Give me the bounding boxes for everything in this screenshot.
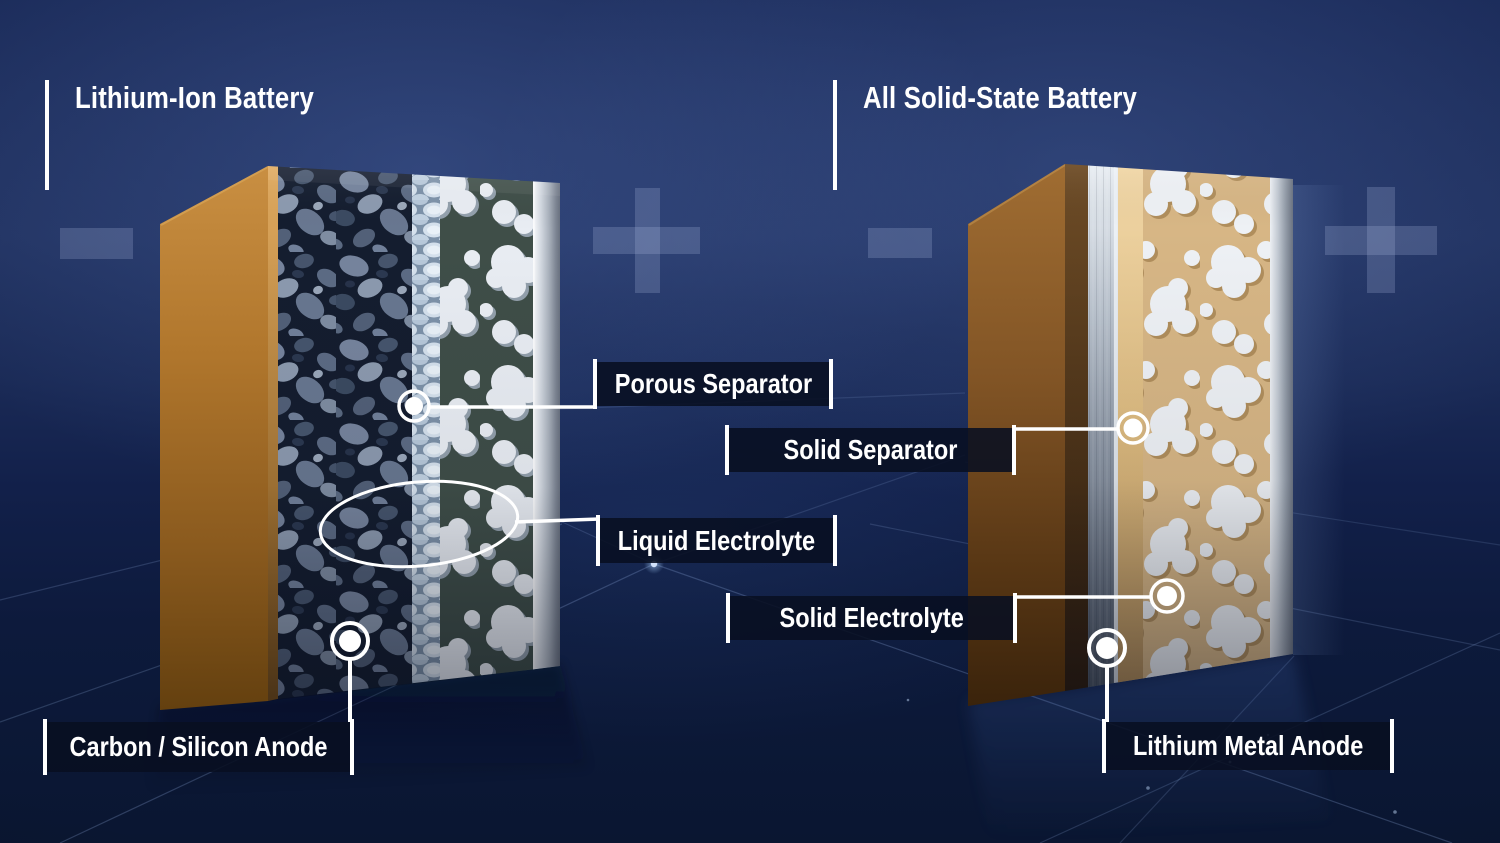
- left-panel-title: Lithium-Ion Battery: [45, 80, 363, 190]
- label-tick-right: [1012, 425, 1016, 475]
- title-accent-bar: [45, 80, 49, 190]
- solid-separator-marker: [1116, 411, 1150, 445]
- copper-current-collector-face: [968, 164, 1065, 706]
- copper-current-collector-face: [160, 166, 268, 710]
- label-tick-right: [1390, 719, 1394, 773]
- label-tick-left: [1102, 719, 1106, 773]
- label-tick-right: [350, 719, 354, 775]
- solid-separator-label: Solid Separator: [725, 425, 1016, 475]
- page-title: All Solid-State Battery: [863, 80, 1138, 115]
- lithium-ion-battery-illustration: [150, 166, 588, 792]
- porous-separator-label: Porous Separator: [593, 359, 833, 409]
- solid-electrolyte-label: Solid Electrolyte: [726, 593, 1017, 643]
- background-edge-glow: [1293, 185, 1345, 655]
- label-tick-left: [725, 425, 729, 475]
- callout-connectors: [318, 389, 1185, 722]
- lithium-metal-anode-marker: [1087, 628, 1127, 668]
- label-tick-right: [829, 359, 833, 409]
- label-tick-left: [593, 359, 597, 409]
- porous-separator-marker: [397, 389, 431, 423]
- carbon-silicon-anode-marker: [330, 621, 370, 661]
- label-tick-right: [1013, 593, 1017, 643]
- label-tick-left: [596, 515, 600, 566]
- solid-electrolyte-marker: [1149, 578, 1185, 614]
- liquid-electrolyte-marker: [318, 479, 520, 569]
- label-tick-left: [726, 593, 730, 643]
- title-accent-bar: [833, 80, 837, 190]
- right-panel-title: All Solid-State Battery: [833, 80, 1193, 190]
- carbon-silicon-anode-label: Carbon / Silicon Anode: [43, 719, 354, 775]
- label-tick-right: [833, 515, 837, 566]
- page-title: Lithium-Ion Battery: [75, 80, 315, 115]
- label-tick-left: [43, 719, 47, 775]
- solid-state-battery-illustration: [968, 164, 1330, 840]
- liquid-electrolyte-label: Liquid Electrolyte: [596, 515, 837, 566]
- lithium-metal-anode-label: Lithium Metal Anode: [1102, 719, 1394, 773]
